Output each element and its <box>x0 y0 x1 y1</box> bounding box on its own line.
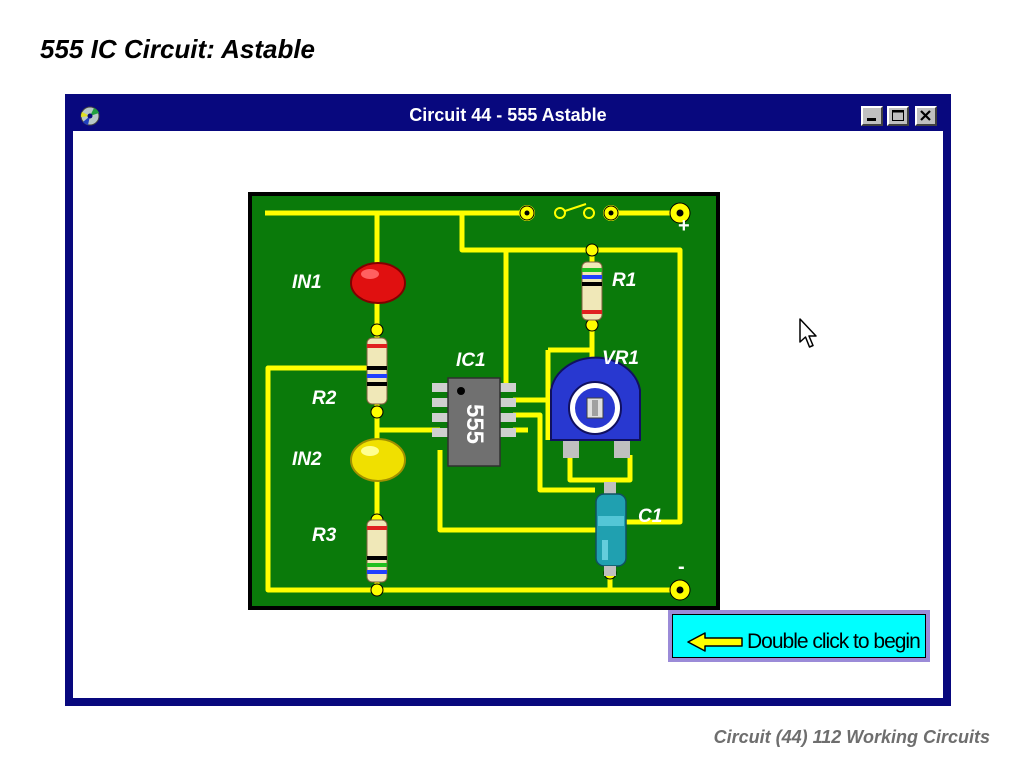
pot-vr1 <box>550 356 641 458</box>
minimize-icon <box>867 118 876 121</box>
label-ic1: IC1 <box>456 350 486 371</box>
led-in2 <box>350 438 406 482</box>
close-icon <box>920 110 931 121</box>
resistor-r3 <box>366 519 388 583</box>
label-in2: IN2 <box>292 449 322 470</box>
slide-footer: Circuit (44) 112 Working Circuits <box>713 727 990 747</box>
window-title: Circuit 44 - 555 Astable <box>409 105 607 125</box>
slide-title: 555 IC Circuit: Astable <box>40 34 316 64</box>
label-plus: + <box>678 215 690 237</box>
begin-prompt-text: Double click to begin <box>747 630 921 653</box>
label-in1: IN1 <box>292 272 322 293</box>
minimize-button[interactable] <box>861 106 883 126</box>
resistor-r2 <box>366 337 388 405</box>
ic1-chip <box>432 377 516 467</box>
resistor-r1 <box>581 261 603 321</box>
window-titlebar[interactable]: Circuit 44 - 555 Astable <box>73 102 943 129</box>
label-minus: - <box>678 556 685 578</box>
maximize-button[interactable] <box>887 106 909 126</box>
label-r3: R3 <box>312 525 337 546</box>
mouse-pointer-icon <box>799 318 817 348</box>
led-in1 <box>350 262 406 304</box>
circuit-board[interactable] <box>248 192 720 610</box>
arrow-left-icon <box>687 632 743 652</box>
cd-disc-icon[interactable] <box>80 106 100 126</box>
begin-prompt-panel[interactable]: Double click to begin <box>672 614 926 658</box>
label-c1: C1 <box>638 506 663 527</box>
maximize-icon <box>892 110 904 121</box>
label-vr1: VR1 <box>602 348 639 369</box>
label-r1: R1 <box>612 270 637 291</box>
close-button[interactable] <box>915 106 937 126</box>
begin-prompt[interactable]: Double click to begin <box>668 610 930 662</box>
capacitor-c1 <box>595 482 627 576</box>
chip-marking: 555 <box>461 403 488 445</box>
label-r2: R2 <box>312 388 337 409</box>
